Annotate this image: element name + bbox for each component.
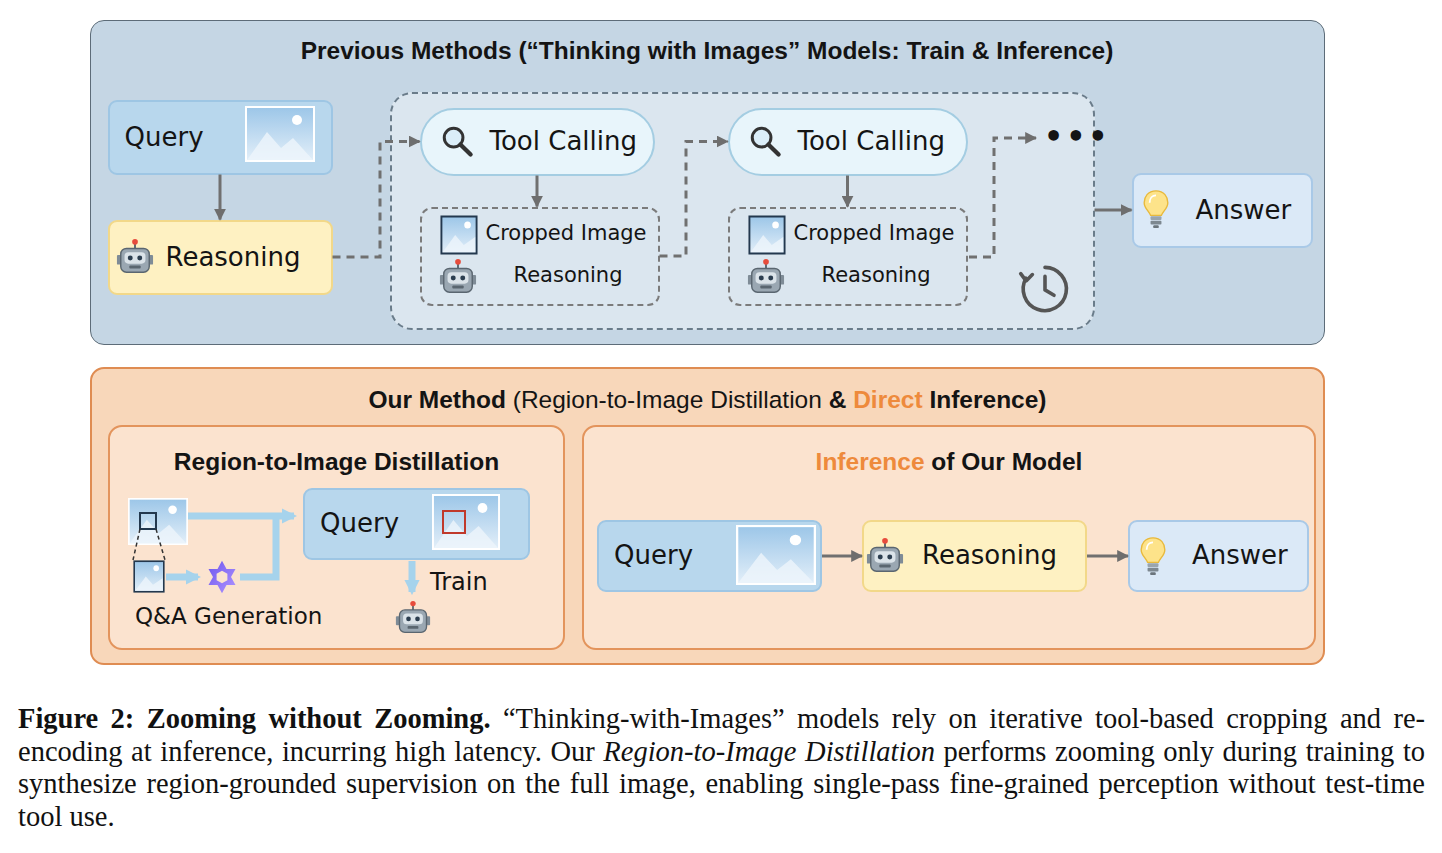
text-run: during — [1223, 736, 1297, 767]
text-run: test-time — [1325, 768, 1425, 799]
text-run: training — [1306, 736, 1395, 767]
node-label: Query — [125, 122, 204, 153]
text-run: Figure — [18, 703, 98, 734]
text-run: region-grounded — [146, 768, 336, 799]
node-label: Query — [614, 540, 693, 571]
figure-caption: Figure 2: Zooming without Zooming. “Thin… — [18, 703, 1425, 833]
text-run: tool-based — [1095, 703, 1214, 734]
panel-title: Our Method (Region-to-Image Distillation… — [92, 385, 1323, 414]
node-label: Reasoning — [922, 540, 1057, 571]
query-box: Query — [303, 488, 530, 560]
node-label: Cropped Image — [794, 221, 955, 246]
text-run: iterative — [989, 703, 1082, 734]
text-run: to — [1403, 736, 1425, 767]
text-run: Model — [1012, 448, 1083, 475]
reasoning-box: Reasoning — [862, 520, 1087, 592]
node-label: Query — [320, 508, 399, 539]
text-run: Distillation — [805, 736, 935, 767]
text-run: models — [797, 703, 879, 734]
text-run: only — [1163, 736, 1214, 767]
text-run: without — [1229, 768, 1316, 799]
text-run: Zooming — [147, 703, 256, 734]
node-label: Reasoning — [166, 242, 301, 273]
panel-title: Inference of Our Model — [584, 447, 1314, 476]
ellipsis-mark: ••• — [1044, 119, 1111, 155]
text-run: on — [487, 768, 516, 799]
node-label: Answer — [1192, 540, 1288, 571]
node-label: Tool Calling — [798, 126, 946, 157]
text-run: of — [931, 448, 954, 475]
node-label: Reasoning — [514, 263, 623, 288]
node-label: Tool Calling — [490, 126, 638, 157]
text-run: Direct — [853, 386, 922, 413]
text-run: perception — [1099, 768, 1219, 799]
node-label: Reasoning — [822, 263, 931, 288]
text-run: zooming — [1055, 736, 1155, 767]
text-run: Distillation — [710, 386, 822, 413]
text-run: (Region-to-Image — [513, 386, 704, 413]
text-run: full — [570, 768, 610, 799]
train-label: Train — [430, 568, 488, 597]
answer-box: Answer — [1128, 520, 1309, 592]
text-run: synthesize — [18, 768, 137, 799]
text-run: tool — [18, 801, 62, 832]
text-run: high — [395, 736, 446, 767]
sub-panel: Inference of Our ModelQuery Reasoning Answ… — [582, 425, 1316, 650]
text-run: Our — [961, 448, 1005, 475]
method-panel: Previous Methods (“Thinking with Images”… — [90, 20, 1325, 345]
tool-loop-group: Tool CallingCropped ImageReasoning Tool C… — [390, 92, 1095, 330]
text-run: “Thinking-with-Images” — [503, 703, 785, 734]
node-label: Cropped Image — [486, 221, 647, 246]
text-run: image, — [619, 768, 696, 799]
node-label: Answer — [1196, 195, 1292, 226]
text-run: single-pass — [813, 768, 940, 799]
text-run: latency. — [454, 736, 542, 767]
tool-call-pill: Tool Calling — [420, 108, 655, 176]
text-run: Zooming. — [374, 703, 490, 734]
text-run: & — [829, 386, 847, 413]
text-run: fine-grained — [950, 768, 1089, 799]
query-box: Query — [108, 100, 333, 175]
text-run: Our — [368, 386, 412, 413]
text-run: without — [268, 703, 361, 734]
text-run: at — [131, 736, 152, 767]
text-run: and — [1340, 703, 1381, 734]
text-run: supervision — [346, 768, 477, 799]
text-run: Region-to-Image — [603, 736, 796, 767]
text-run: Inference) — [929, 386, 1046, 413]
text-run: enabling — [705, 768, 803, 799]
text-run: performs — [944, 736, 1047, 767]
reasoning-box: Reasoning — [108, 220, 333, 295]
panel-title: Region-to-Image Distillation — [110, 447, 563, 476]
text-run: inference, — [160, 736, 273, 767]
text-run: rely — [892, 703, 936, 734]
text-run: 2: — [111, 703, 135, 734]
crop-reason-box: Cropped ImageReasoning — [728, 207, 968, 306]
text-run: Inference — [816, 448, 925, 475]
text-run: cropping — [1226, 703, 1327, 734]
text-run: on — [948, 703, 977, 734]
panel-title: Previous Methods (“Thinking with Images”… — [91, 36, 1323, 65]
text-run: Method — [419, 386, 506, 413]
text-run: incurring — [282, 736, 386, 767]
crop-reason-box: Cropped ImageReasoning — [420, 207, 660, 306]
text-run: the — [525, 768, 560, 799]
query-box: Query — [597, 520, 822, 592]
qa-generation-label: Q&A Generation — [135, 603, 322, 631]
tool-call-pill: Tool Calling — [728, 108, 968, 176]
text-run: Our — [550, 736, 594, 767]
text-run: use. — [69, 801, 114, 832]
answer-box: Answer — [1132, 173, 1313, 248]
